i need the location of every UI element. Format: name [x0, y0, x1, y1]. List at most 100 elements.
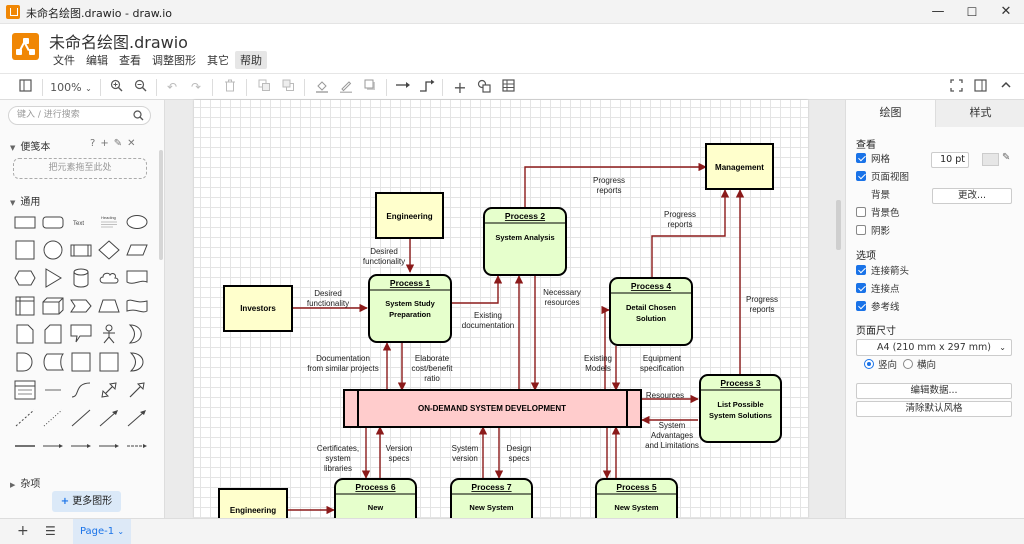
- shadow-checkbox[interactable]: [856, 225, 866, 235]
- shape-step[interactable]: [69, 296, 93, 316]
- shape-callout[interactable]: [69, 324, 93, 344]
- edit-icon[interactable]: ✎: [113, 138, 128, 149]
- scratchpad-drop-area[interactable]: 把元素拖至此处: [13, 158, 147, 179]
- shape-arrow[interactable]: [125, 380, 149, 400]
- shape-tape[interactable]: [125, 296, 149, 316]
- shape-link[interactable]: [13, 436, 37, 456]
- tab-style[interactable]: 样式: [935, 100, 1024, 127]
- paper-size-select[interactable]: A4 (210 mm x 297 mm)⌄: [856, 339, 1012, 356]
- scratchpad-tools[interactable]: ?+✎✕: [90, 138, 140, 149]
- page-tab[interactable]: Page-1 ⌄: [73, 519, 131, 544]
- shape-link-arrow[interactable]: [41, 436, 65, 456]
- shape-or[interactable]: [125, 324, 149, 344]
- shape-parallelogram[interactable]: [125, 240, 149, 260]
- general-section-header[interactable]: ▼通用: [10, 193, 40, 208]
- shape-text[interactable]: Text: [69, 212, 93, 232]
- connection-arrows-checkbox[interactable]: [856, 265, 866, 275]
- menu-file[interactable]: 文件: [53, 54, 75, 67]
- shape-half-circle[interactable]: [125, 352, 149, 372]
- shape-rectangle[interactable]: [13, 212, 37, 232]
- grid-checkbox[interactable]: [856, 153, 866, 163]
- undo-icon[interactable]: ↶: [166, 80, 178, 94]
- shape-link-double[interactable]: [97, 436, 121, 456]
- shape-link-dotted[interactable]: [125, 436, 149, 456]
- shape-line[interactable]: [69, 408, 93, 428]
- redo-icon[interactable]: ↷: [190, 80, 202, 94]
- shape-link-labeled[interactable]: [69, 436, 93, 456]
- page-view-checkbox[interactable]: [856, 171, 866, 181]
- page-view-option[interactable]: 页面视图: [856, 171, 909, 185]
- shape-and[interactable]: [13, 352, 37, 372]
- landscape-option[interactable]: 横向: [903, 359, 936, 373]
- sidebar-toggle-icon[interactable]: [17, 79, 33, 96]
- menu-edit[interactable]: 编辑: [86, 54, 108, 67]
- menu-extras[interactable]: 其它: [207, 54, 229, 67]
- delete-icon[interactable]: [222, 79, 238, 96]
- shadow-option[interactable]: 阴影: [856, 225, 890, 239]
- canvas-scrollbar[interactable]: [836, 200, 841, 250]
- shape-data-storage[interactable]: [41, 352, 65, 372]
- portrait-radio[interactable]: [864, 359, 874, 369]
- shape-connector-arrow[interactable]: [125, 408, 149, 428]
- shape-triangle[interactable]: [41, 268, 65, 288]
- close-icon[interactable]: ✕: [127, 138, 141, 149]
- add-icon[interactable]: +: [100, 138, 114, 149]
- grid-color-swatch[interactable]: [982, 153, 999, 166]
- shape-trapezoid[interactable]: [97, 296, 121, 316]
- shape-internal-storage[interactable]: [13, 296, 37, 316]
- insert-plus-icon[interactable]: +: [453, 78, 467, 97]
- landscape-radio[interactable]: [903, 359, 913, 369]
- connection-points-checkbox[interactable]: [856, 283, 866, 293]
- shape-ellipse[interactable]: [125, 212, 149, 232]
- misc-section-header[interactable]: ▶杂项: [10, 475, 40, 490]
- grid-size-input[interactable]: 10 pt: [931, 152, 969, 168]
- guides-checkbox[interactable]: [856, 301, 866, 311]
- tab-diagram[interactable]: 绘图: [846, 100, 935, 127]
- connection-style-icon[interactable]: [394, 79, 412, 96]
- shape-actor[interactable]: [97, 324, 121, 344]
- shape-cylinder[interactable]: [69, 268, 93, 288]
- minimize-icon[interactable]: —: [931, 4, 945, 19]
- add-page-icon[interactable]: +: [17, 523, 29, 539]
- shape-square-2[interactable]: [69, 352, 93, 372]
- connection-points-option[interactable]: 连接点: [856, 283, 900, 297]
- edit-color-icon[interactable]: ✎: [1002, 152, 1011, 163]
- more-shapes-button[interactable]: +更多图形: [52, 491, 121, 512]
- menu-help[interactable]: 帮助: [235, 51, 267, 69]
- to-front-icon[interactable]: [256, 79, 272, 96]
- zoom-out-icon[interactable]: [132, 79, 148, 96]
- shape-circle[interactable]: [41, 240, 65, 260]
- zoom-in-icon[interactable]: [108, 79, 124, 96]
- search-icon[interactable]: [133, 107, 144, 129]
- menu-arrange[interactable]: 调整图形: [152, 54, 196, 67]
- shape-square[interactable]: [13, 240, 37, 260]
- scratchpad-section-header[interactable]: ▼便笺本: [10, 138, 50, 153]
- line-color-icon[interactable]: [338, 79, 354, 96]
- document-filename[interactable]: 未命名绘图.drawio: [49, 33, 188, 52]
- shape-textbox[interactable]: Heading: [97, 212, 121, 232]
- shape-list[interactable]: [13, 380, 37, 400]
- left-scrollbar[interactable]: [159, 100, 164, 518]
- shape-cloud[interactable]: [97, 268, 121, 288]
- grid-option[interactable]: 网格: [856, 153, 890, 167]
- background-color-option[interactable]: 背景色: [856, 207, 900, 221]
- edit-data-button[interactable]: 编辑数据...: [856, 383, 1012, 399]
- fill-color-icon[interactable]: [314, 79, 330, 96]
- menu-view[interactable]: 查看: [119, 54, 141, 67]
- shape-note[interactable]: [13, 324, 37, 344]
- help-icon[interactable]: ?: [90, 138, 101, 149]
- shape-process[interactable]: [69, 240, 93, 260]
- fullscreen-icon[interactable]: [948, 79, 964, 96]
- table-icon[interactable]: [500, 79, 516, 96]
- shape-diamond[interactable]: [97, 240, 121, 260]
- shape-directional-line[interactable]: [97, 408, 121, 428]
- pages-menu-icon[interactable]: ☰: [45, 524, 56, 538]
- shape-curve[interactable]: [69, 380, 93, 400]
- shape-square-3[interactable]: [97, 352, 121, 372]
- shape-card[interactable]: [41, 324, 65, 344]
- clear-default-style-button[interactable]: 清除默认风格: [856, 401, 1012, 417]
- collapse-chevron-icon[interactable]: [998, 79, 1014, 96]
- insert-shape-icon[interactable]: [476, 79, 492, 96]
- shape-dashed-line[interactable]: [13, 408, 37, 428]
- close-icon[interactable]: ✕: [1000, 4, 1012, 19]
